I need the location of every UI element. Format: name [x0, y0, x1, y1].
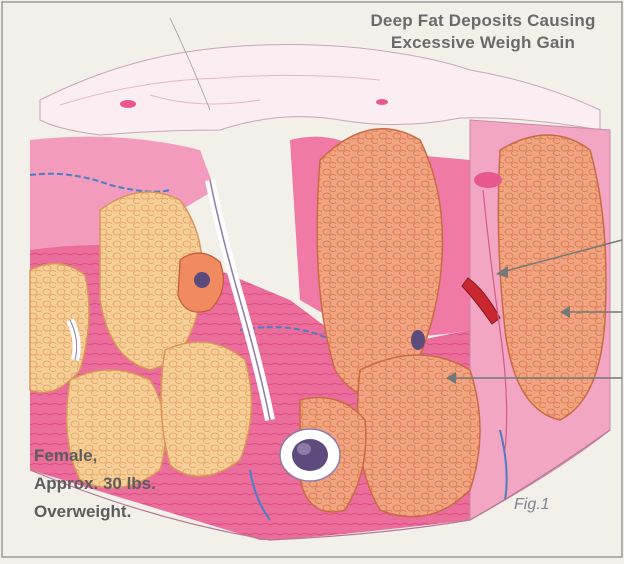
epidermis-top-surface: [40, 44, 600, 135]
title-line-2: Excessive Weigh Gain: [352, 32, 614, 54]
diagram-title: Deep Fat Deposits Causing Excessive Weig…: [352, 10, 614, 54]
sweat-gland-coil: [280, 429, 340, 481]
caption-line-1: Female,: [34, 442, 214, 470]
subject-caption: Female, Approx. 30 lbs. Overweight.: [34, 442, 214, 526]
small-vessel-node: [411, 330, 425, 350]
pore: [120, 100, 136, 108]
pore: [474, 172, 502, 188]
title-line-1: Deep Fat Deposits Causing: [352, 10, 614, 32]
figure-label: Fig.1: [514, 496, 550, 514]
deep-fat-deposit: [358, 355, 481, 517]
caption-line-3: Overweight.: [34, 498, 214, 526]
caption-line-2: Approx. 30 lbs.: [34, 470, 214, 498]
pore: [376, 99, 388, 105]
